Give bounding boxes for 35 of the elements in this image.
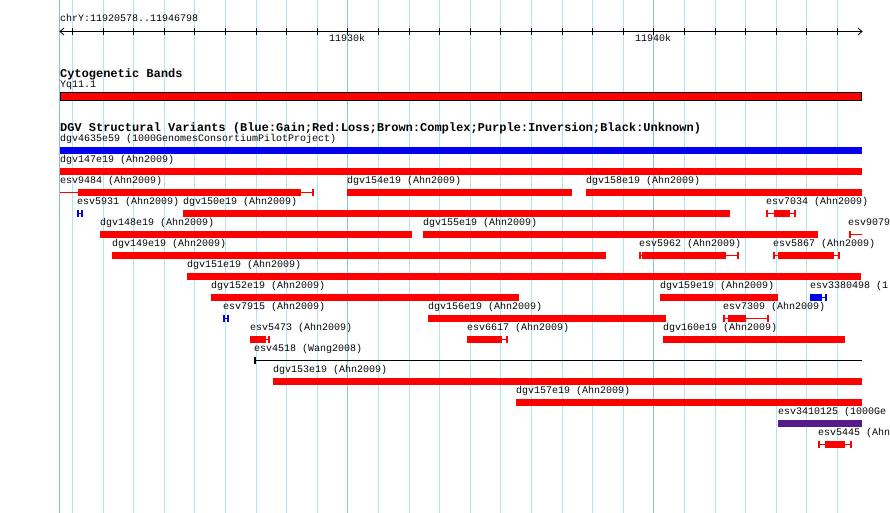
- variant-label: dgv160e19 (Ahn2009): [663, 323, 778, 335]
- variant-label: esv3410125 (1000Ge: [778, 407, 886, 419]
- variant-label: esv4518 (Wang2008): [254, 344, 362, 356]
- variant-label: dgv150e19 (Ahn2009): [183, 197, 298, 209]
- variant-label: esv6617 (Ahn2009): [467, 323, 570, 335]
- tick-label: 11940k: [635, 34, 672, 46]
- variant-label: esv9079: [848, 218, 890, 230]
- variant-label: dgv153e19 (Ahn2009): [273, 365, 388, 377]
- variant-label: dgv147e19 (Ahn2009): [60, 155, 174, 167]
- variant-label: esv7915 (Ahn2009): [223, 302, 326, 314]
- variant-label: esv5445 (Ahn: [818, 428, 890, 440]
- variant-label: dgv158e19 (Ahn2009): [586, 176, 700, 188]
- variant-label: dgv152e19 (Ahn2009): [211, 281, 326, 293]
- variant-label: esv5473 (Ahn2009): [250, 323, 352, 335]
- tick-label: 11930k: [329, 34, 366, 46]
- position-label: chrY:11920578..11946798: [60, 14, 198, 26]
- variant-label: dgv4635e59 (1000GenomesConsortiumPilotProject): [60, 134, 336, 146]
- track-title: Cytogenetic Bands: [60, 67, 182, 81]
- variant-label: esv7034 (Ahn2009): [766, 197, 868, 209]
- variant-label: esv9484 (Ahn2009): [60, 176, 162, 188]
- variant-label: dgv149e19 (Ahn2009): [112, 239, 226, 251]
- variant-label: dgv154e19 (Ahn2009): [347, 176, 462, 188]
- variant-label: esv5931 (Ahn2009): [77, 197, 180, 209]
- band-label: Yq11.1: [60, 80, 96, 92]
- variant-label: dgv151e19 (Ahn2009): [187, 260, 302, 272]
- variant-label: dgv159e19 (Ahn2009): [660, 281, 774, 293]
- track-title: DGV Structural Variants (Blue:Gain;Red:Loss;Brown:Complex;Purple:Inversion;Black:Unknown): [60, 121, 701, 135]
- variant-label: dgv155e19 (Ahn2009): [423, 218, 538, 230]
- variant-label: dgv157e19 (Ahn2009): [516, 386, 630, 398]
- variant-label: esv5867 (Ahn2009): [773, 239, 876, 251]
- variant-label: dgv148e19 (Ahn2009): [100, 218, 214, 230]
- variant-label: esv7309 (Ahn2009): [723, 302, 826, 314]
- variant-label: esv5962 (Ahn2009): [639, 239, 742, 251]
- variant-label: dgv156e19 (Ahn2009): [428, 302, 542, 314]
- variant-label: esv3380498 (1: [810, 281, 888, 293]
